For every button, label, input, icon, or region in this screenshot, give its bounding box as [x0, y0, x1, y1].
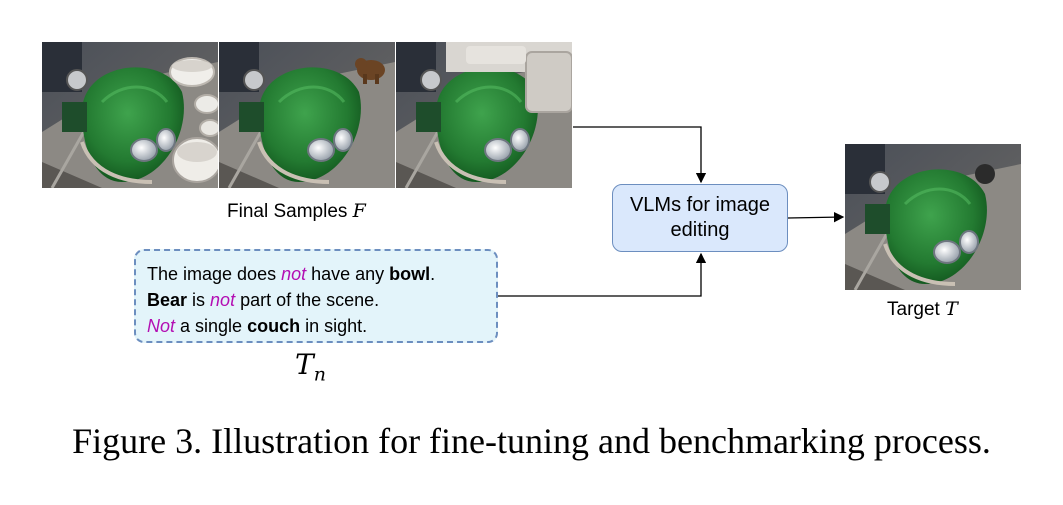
- vlm-box-line2: editing: [670, 219, 730, 241]
- vlm-editing-box: VLMs for image editing: [612, 184, 788, 252]
- object-word: Bear: [147, 290, 188, 310]
- text-segment: .: [430, 264, 436, 284]
- negative-text-symbol: Tn: [295, 348, 326, 386]
- figure-caption: Figure 3. Illustration for fine-tuning a…: [72, 421, 991, 461]
- samples-to-vlm-arrow: [573, 126, 707, 184]
- final-samples-label: Final Samples: [227, 201, 348, 222]
- negative-text-line-3: Not a single couch in sight.: [147, 313, 496, 339]
- vlm-to-target-arrow: [787, 211, 845, 223]
- text-segment: in sight.: [300, 316, 368, 336]
- text-to-vlm-arrow: [498, 252, 707, 297]
- target-symbol: T: [945, 298, 958, 320]
- negation-word: Not: [147, 316, 176, 336]
- target-label: Target: [887, 299, 940, 320]
- sample-image-couch: [396, 42, 572, 188]
- vlm-box-line1: VLMs for image: [629, 194, 771, 216]
- text-segment: a single: [175, 316, 248, 336]
- target-image: [845, 144, 1021, 290]
- text-segment: part of the scene.: [235, 290, 380, 310]
- text-segment: is: [187, 290, 211, 310]
- sample-image-bowls: [42, 42, 218, 188]
- negative-text-box: The image does not have any bowl. Bear i…: [134, 249, 498, 343]
- negation-word: not: [210, 290, 236, 310]
- text-segment: The image does: [147, 264, 282, 284]
- sample-image-bear: [219, 42, 395, 188]
- text-segment: have any: [306, 264, 390, 284]
- negative-text-line-2: Bear is not part of the scene.: [147, 287, 496, 313]
- tn-subscript: n: [313, 363, 326, 386]
- negation-word: not: [281, 264, 307, 284]
- tn-symbol: T: [295, 348, 314, 381]
- negative-text-line-1: The image does not have any bowl.: [147, 261, 496, 287]
- final-samples-symbol: F: [352, 200, 366, 222]
- target-caption: Target T: [887, 298, 958, 321]
- object-word: couch: [247, 316, 301, 336]
- final-samples-caption: Final Samples F: [227, 200, 366, 223]
- object-word: bowl: [389, 264, 431, 284]
